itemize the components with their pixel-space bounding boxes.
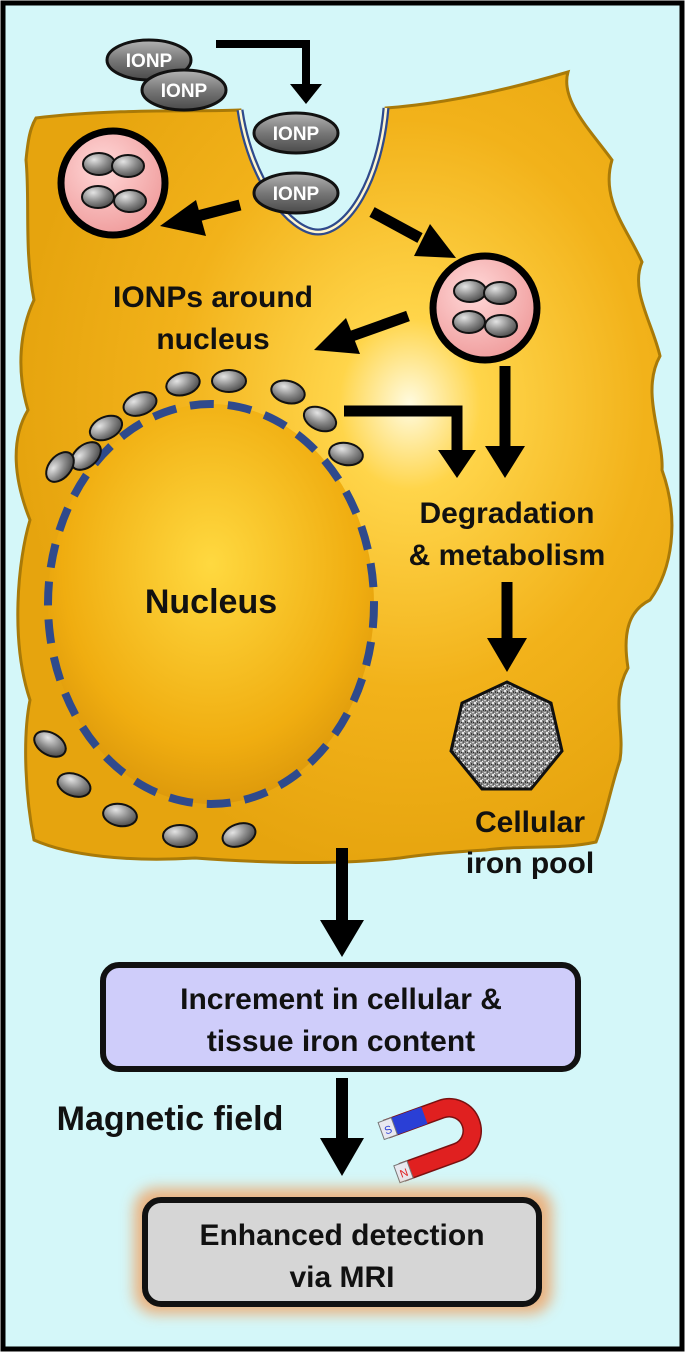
magnet-north-label: N — [398, 1167, 410, 1181]
perinuclear-particle — [221, 822, 257, 848]
perinuclear-particle — [88, 414, 124, 442]
arrow-perinuclear-to-degradation — [344, 405, 463, 454]
perinuclear-particle — [211, 369, 247, 393]
label-nucleus: Nucleus — [145, 583, 277, 621]
perinuclear-particle — [302, 405, 338, 433]
magnet-icon: S N — [377, 1098, 482, 1184]
membrane-pit-inner — [238, 107, 388, 234]
increment-line-1: Increment in cellular & — [180, 983, 502, 1016]
label-degradation-2: & metabolism — [409, 539, 606, 572]
perinuclear-particle — [102, 802, 138, 828]
perinuclear-particle — [122, 391, 158, 417]
enhanced-line-2: via MRI — [289, 1261, 394, 1294]
perinuclear-particle — [45, 451, 75, 483]
label-degradation-1: Degradation — [419, 497, 594, 530]
arrow-to-right-vesicle — [369, 207, 456, 258]
magnet-south-label: S — [383, 1124, 394, 1138]
enhanced-box — [142, 1197, 542, 1307]
perinuclear-particles — [33, 369, 364, 848]
ionp-particle-extracellular-1: IONP — [105, 38, 193, 82]
perinuclear-particle — [33, 730, 67, 758]
iron-pool-heptagon — [449, 680, 564, 791]
enhanced-line-1: Enhanced detection — [199, 1219, 484, 1252]
arrow-to-left-vesicle — [160, 199, 242, 236]
perinuclear-particle — [56, 772, 92, 798]
label-iron-pool-2: iron pool — [466, 847, 594, 880]
perinuclear-particle — [165, 371, 201, 397]
endosome-vesicle-right — [429, 252, 541, 364]
label-magnetic-field: Magnetic field — [57, 1100, 284, 1138]
increment-box — [100, 962, 581, 1072]
arrow-uptake-head — [290, 84, 322, 104]
ionp-particle-endocytosed-1: IONP — [252, 111, 340, 155]
ionp-label: IONP — [161, 81, 208, 102]
perinuclear-particle — [328, 441, 364, 467]
ionp-label: IONP — [273, 124, 320, 145]
nucleus — [48, 404, 374, 804]
label-ionps-around-nucleus-1: IONPs around — [113, 281, 313, 314]
label-iron-pool-1: Cellular — [475, 806, 585, 839]
ionp-particle-endocytosed-2: IONP — [252, 171, 340, 215]
perinuclear-particle — [162, 824, 198, 848]
arrow-uptake — [216, 40, 310, 86]
arrow-vesicle-to-nucleus-area — [314, 310, 410, 354]
ionp-particle-extracellular-2: IONP — [140, 68, 228, 112]
label-ionps-around-nucleus-2: nucleus — [156, 323, 269, 356]
ionp-label: IONP — [126, 51, 173, 72]
nuclear-envelope — [44, 400, 378, 808]
increment-line-2: tissue iron content — [207, 1025, 475, 1058]
endosome-vesicle-left — [57, 127, 169, 239]
ionp-label: IONP — [273, 184, 320, 205]
perinuclear-particle — [270, 379, 306, 405]
